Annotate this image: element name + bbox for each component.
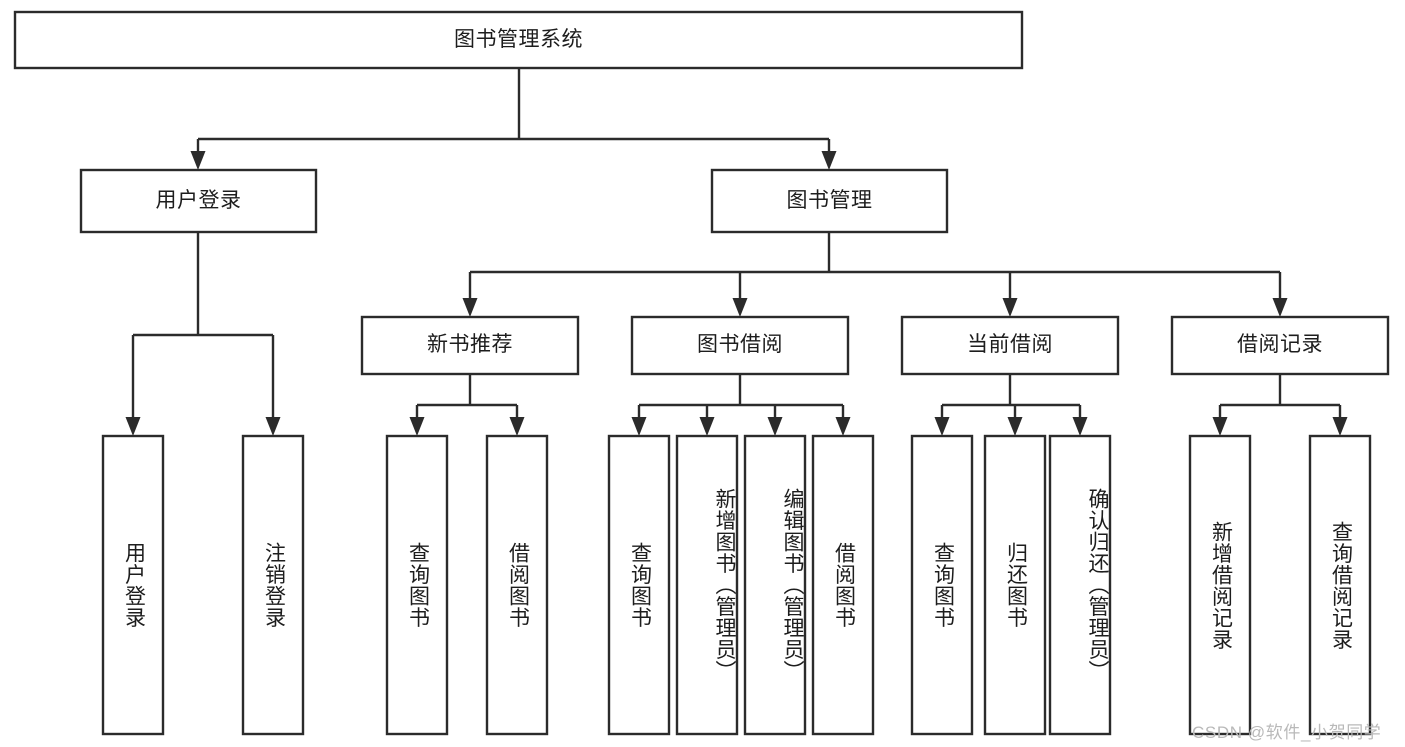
level3-node-0-box[interactable]	[360, 315, 580, 376]
leaf-node-11-box[interactable]	[1188, 434, 1252, 736]
leaf-node-12-box[interactable]	[1308, 434, 1372, 736]
arrow-head-icon	[732, 298, 748, 317]
level3-node-1-box[interactable]	[630, 315, 850, 376]
leaf-node-4-box[interactable]	[607, 434, 671, 736]
arrow-head-icon	[1002, 298, 1018, 317]
leaf-node-2-box[interactable]	[385, 434, 449, 736]
level2-node-0-box[interactable]	[79, 168, 318, 234]
level2-node-1-box[interactable]	[710, 168, 949, 234]
leaf-node-1-box[interactable]	[241, 434, 305, 736]
node-box-layer	[13, 10, 1390, 736]
level3-node-3-box[interactable]	[1170, 315, 1390, 376]
arrow-head-icon	[631, 417, 647, 436]
arrow-head-icon	[462, 298, 478, 317]
leaf-node-7-box[interactable]	[811, 434, 875, 736]
level3-node-2-box[interactable]	[900, 315, 1120, 376]
arrow-head-icon	[409, 417, 425, 436]
arrow-head-icon	[190, 151, 206, 170]
arrow-head-icon	[125, 417, 141, 436]
arrow-head-icon	[835, 417, 851, 436]
root-node-box[interactable]	[13, 10, 1024, 70]
arrow-head-icon	[934, 417, 950, 436]
arrow-head-icon	[1272, 298, 1288, 317]
arrow-head-icon	[509, 417, 525, 436]
arrow-head-icon	[821, 151, 837, 170]
arrow-head-icon	[699, 417, 715, 436]
connector-layer	[125, 68, 1348, 436]
leaf-node-6-box[interactable]	[743, 434, 807, 736]
arrow-head-icon	[767, 417, 783, 436]
leaf-node-8-box[interactable]	[910, 434, 974, 736]
arrow-head-icon	[1072, 417, 1088, 436]
leaf-node-3-box[interactable]	[485, 434, 549, 736]
arrow-head-icon	[1212, 417, 1228, 436]
arrow-head-icon	[1332, 417, 1348, 436]
leaf-node-9-box[interactable]	[983, 434, 1047, 736]
arrow-head-icon	[1007, 417, 1023, 436]
leaf-node-10-box[interactable]	[1048, 434, 1112, 736]
arrow-head-icon	[265, 417, 281, 436]
leaf-node-0-box[interactable]	[101, 434, 165, 736]
leaf-node-5-box[interactable]	[675, 434, 739, 736]
